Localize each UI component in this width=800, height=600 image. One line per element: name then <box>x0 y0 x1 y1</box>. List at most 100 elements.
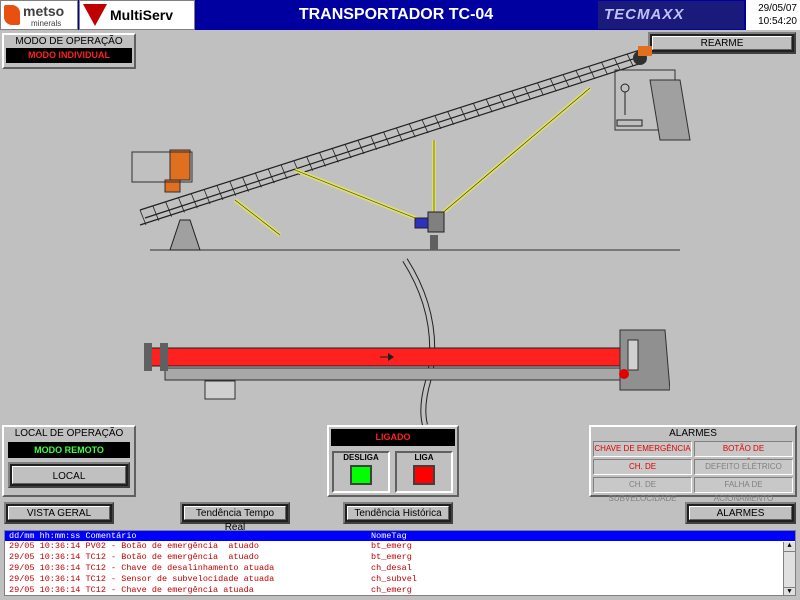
truss-tie <box>139 209 147 226</box>
truss-tie <box>524 86 531 100</box>
truss-tie <box>626 53 634 67</box>
conveyor-plan-view <box>144 258 670 425</box>
log-scrollbar[interactable]: ▲ ▼ <box>783 542 795 595</box>
log-row[interactable]: 29/05 10:36:14 TC12 - Chave de desalinha… <box>5 563 795 574</box>
motor-status-display: LIGADO <box>331 429 455 446</box>
metso-logo-subtext: minerals <box>31 19 62 28</box>
date-text: 29/05/07 <box>758 3 797 14</box>
truss-tie <box>537 82 544 96</box>
truss-tie <box>434 115 442 130</box>
log-header: dd/mm hh:mm:ss Comentário NomeTag <box>5 531 795 541</box>
log-row-comment: 29/05 10:36:14 TC12 - Chave de desalinha… <box>9 563 275 573</box>
log-row-tag: bt_emerg <box>371 552 412 562</box>
log-header-tag: NomeTag <box>371 531 407 541</box>
metso-logo-text: metso <box>23 3 65 19</box>
alarm-log[interactable]: dd/mm hh:mm:ss Comentário NomeTag 29/05 … <box>4 530 796 596</box>
alarm-cell: CHAVE DE EMERGÊNCIA <box>593 441 692 457</box>
truss-tie <box>472 103 480 117</box>
log-row-comment: 29/05 10:36:14 TC12 - Sensor de subveloc… <box>9 574 275 584</box>
motor-control-panel: LIGADO DESLIGA LIGA <box>327 425 459 497</box>
log-row-tag: ch_desal <box>371 563 412 573</box>
truss-tie <box>267 168 275 184</box>
truss-tie <box>408 123 416 138</box>
log-row-tag: ch_emerg <box>371 585 412 595</box>
truss-tie <box>165 201 173 217</box>
alarm-cell: CH. DE DESALINHAMENTO <box>593 459 692 485</box>
time-text: 10:54:20 <box>758 16 797 27</box>
truss-tie <box>549 78 557 92</box>
log-row-comment: 29/05 10:36:14 TC12 - Chave de emergênci… <box>9 585 254 595</box>
local-operation-value: MODO REMOTO <box>8 442 130 458</box>
truss-tie <box>396 127 403 142</box>
truss-tie <box>588 66 596 79</box>
rearme-button[interactable]: REARME <box>648 32 796 54</box>
tendencia-historica-label: Tendência Histórica <box>347 506 449 520</box>
truss-tie <box>331 148 339 163</box>
operation-mode-panel: MODO DE OPERAÇÃO MODO INDIVIDUAL <box>2 33 136 69</box>
truss-tie <box>203 189 211 205</box>
alarm-cell: FALHA DE ACIONAMENTO <box>694 477 793 503</box>
alarmes-button[interactable]: ALARMES <box>685 502 796 524</box>
alarm-cell: DEFEITO ELÉTRICO <box>694 459 793 475</box>
liga-indicator-icon <box>413 465 435 485</box>
truss-tie <box>460 107 467 121</box>
conveyor-side-view <box>131 46 691 251</box>
metso-logo: metso minerals <box>0 0 78 30</box>
alarm-cell: CH. DE SUBVELOCIDADE <box>593 477 692 503</box>
tendencia-tempo-real-button[interactable]: Tendência Tempo Real <box>180 502 290 533</box>
desliga-label: DESLIGA <box>343 453 379 462</box>
liga-label: LIGA <box>414 453 434 462</box>
alarm-cell: BOTÃO DE EMERGÊNCIA <box>694 441 793 467</box>
truss-tie <box>229 181 237 196</box>
truss-tie <box>614 58 621 71</box>
truss-tie <box>190 193 198 209</box>
truss-tie <box>370 135 378 150</box>
liga-button[interactable]: LIGA <box>395 451 453 493</box>
operation-mode-value: MODO INDIVIDUAL <box>6 48 132 63</box>
multiserv-logo: MultiServ <box>79 0 195 30</box>
truss-tie <box>383 131 390 146</box>
log-row[interactable]: 29/05 10:36:14 TC12 - Sensor de subveloc… <box>5 574 795 585</box>
log-row-comment: 29/05 10:36:14 TC12 - Botão de emergênci… <box>9 552 259 562</box>
truss-tie <box>306 156 314 171</box>
vista-geral-button[interactable]: VISTA GERAL <box>4 502 114 524</box>
truss-tie <box>498 94 506 109</box>
tecmaxx-logo-text: TECMAXX <box>604 6 685 23</box>
truss-tie <box>421 119 429 134</box>
datetime-display: 29/05/07 10:54:20 <box>746 0 800 30</box>
log-row[interactable]: 29/05 10:36:14 PV02 - Botão de emergênci… <box>5 541 795 552</box>
truss-tie <box>601 62 608 75</box>
tendencia-historica-button[interactable]: Tendência Histórica <box>343 502 453 524</box>
truss-tie <box>242 177 249 192</box>
multiserv-logo-icon <box>83 4 107 26</box>
alarmes-label: ALARMES <box>689 506 792 520</box>
page-title: TRANSPORTADOR TC-04 <box>298 6 494 23</box>
scroll-down-icon[interactable]: ▼ <box>784 587 795 595</box>
log-row[interactable]: 29/05 10:36:14 TC12 - Chave de emergênci… <box>5 585 795 595</box>
truss-tie <box>485 99 493 113</box>
vista-geral-label: VISTA GERAL <box>8 506 110 520</box>
truss-tie <box>344 144 352 159</box>
local-operation-panel: LOCAL DE OPERAÇÃO MODO REMOTO LOCAL <box>2 425 136 497</box>
truss-tie <box>562 74 570 88</box>
truss-tie <box>511 90 519 104</box>
truss-tie <box>319 152 326 167</box>
log-row-comment: 29/05 10:36:14 PV02 - Botão de emergênci… <box>9 541 259 551</box>
log-row-tag: bt_emerg <box>371 541 412 551</box>
truss-tie <box>357 140 365 155</box>
truss-tie <box>447 111 455 125</box>
tendencia-tempo-real-label: Tendência Tempo Real <box>184 506 286 533</box>
scroll-up-icon[interactable]: ▲ <box>784 542 795 552</box>
truss-tie <box>280 164 288 180</box>
desliga-indicator-icon <box>350 465 372 485</box>
truss-tie <box>575 70 583 84</box>
local-button[interactable]: LOCAL <box>8 462 130 488</box>
operation-mode-title: MODO DE OPERAÇÃO <box>15 36 123 47</box>
rearme-label: REARME <box>652 36 792 50</box>
log-row[interactable]: 29/05 10:36:14 TC12 - Botão de emergênci… <box>5 552 795 563</box>
local-button-label: LOCAL <box>12 466 126 484</box>
desliga-button[interactable]: DESLIGA <box>332 451 390 493</box>
truss-tie <box>178 197 185 213</box>
truss-tie <box>255 172 262 188</box>
